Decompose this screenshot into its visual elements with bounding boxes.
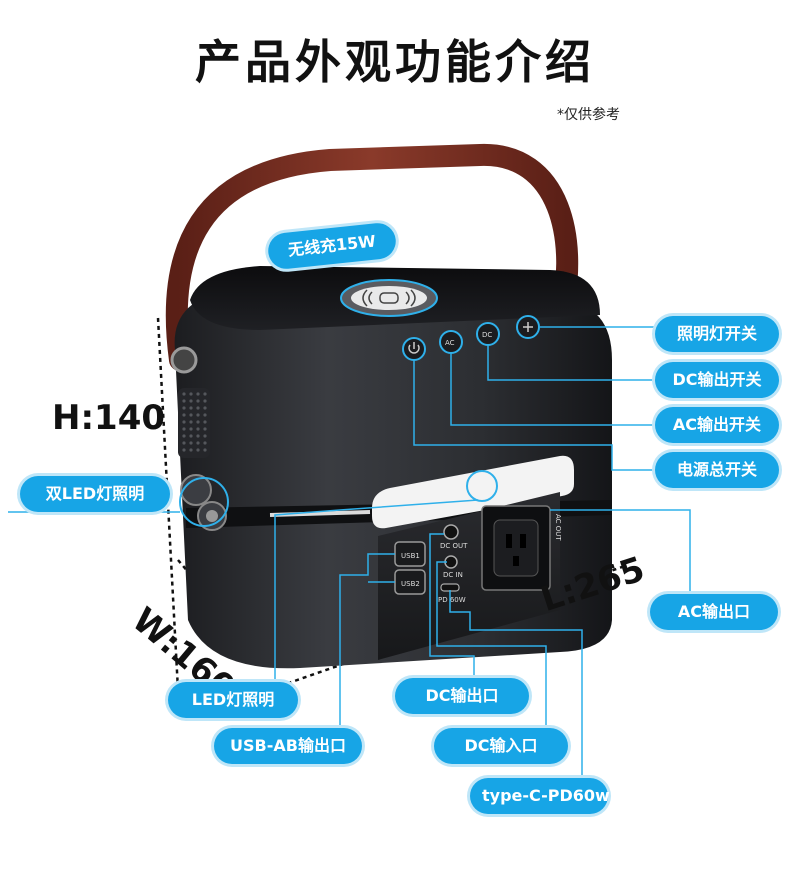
grille-hole xyxy=(196,420,200,424)
grille-hole xyxy=(182,441,186,445)
grille-hole xyxy=(196,406,200,410)
grille-hole xyxy=(189,448,193,452)
callout-led-light: LED灯照明 xyxy=(168,682,298,718)
grille-hole xyxy=(189,420,193,424)
grille-hole xyxy=(182,406,186,410)
callout-dc-input: DC输入口 xyxy=(434,728,568,764)
grille-hole xyxy=(182,420,186,424)
dc-out-port xyxy=(443,524,459,540)
grille-hole xyxy=(203,427,207,431)
grille-hole xyxy=(189,441,193,445)
reference-note: *仅供参考 xyxy=(557,107,620,123)
grille-hole xyxy=(182,427,186,431)
ac-button-label: AC xyxy=(445,339,455,347)
grille-hole xyxy=(182,392,186,396)
led-strip-light xyxy=(372,455,574,529)
grille-hole xyxy=(189,427,193,431)
grille-hole xyxy=(189,406,193,410)
leader-lines xyxy=(8,326,691,780)
callout-power-switch: 电源总开关 xyxy=(655,452,779,488)
led-strip-marker xyxy=(466,470,498,502)
grille-hole xyxy=(203,420,207,424)
callout-usb-output: USB-AB输出口 xyxy=(214,728,362,764)
callout-type-c: type-C-PD60w xyxy=(470,778,610,814)
grille-hole xyxy=(189,413,193,417)
grille-hole xyxy=(182,399,186,403)
grille-hole xyxy=(196,427,200,431)
callout-dc-switch: DC输出开关 xyxy=(655,362,779,398)
callout-ac-switch: AC输出开关 xyxy=(655,407,779,443)
callout-ac-output: AC输出口 xyxy=(650,594,778,630)
grille-hole xyxy=(196,448,200,452)
grille-hole xyxy=(203,406,207,410)
grille-hole xyxy=(196,413,200,417)
grille-hole xyxy=(203,392,207,396)
grille-hole xyxy=(203,399,207,403)
grille-hole xyxy=(182,434,186,438)
grille-hole xyxy=(189,434,193,438)
grille-hole xyxy=(189,392,193,396)
grille-hole xyxy=(196,441,200,445)
handle-pivot xyxy=(170,346,198,374)
grille-hole xyxy=(196,399,200,403)
grille-hole xyxy=(189,399,193,403)
height-dimension-line xyxy=(156,317,180,691)
grille-hole xyxy=(203,434,207,438)
page-title: 产品外观功能介绍 xyxy=(195,35,595,89)
handle xyxy=(165,143,579,371)
dc-button-label: DC xyxy=(482,331,492,339)
grille-hole xyxy=(182,413,186,417)
pd-port xyxy=(440,583,460,592)
grille-hole xyxy=(196,392,200,396)
grille-hole xyxy=(203,413,207,417)
callout-dual-led: 双LED灯照明 xyxy=(20,476,170,512)
pd-label: PD 60W xyxy=(438,596,466,604)
callout-dc-output: DC输出口 xyxy=(395,678,529,714)
callout-light-switch: 照明灯开关 xyxy=(655,316,779,352)
dc-out-label: DC OUT xyxy=(440,542,468,550)
grille-hole xyxy=(203,448,207,452)
side-led-marker xyxy=(179,477,229,527)
grille-hole xyxy=(196,434,200,438)
usb1-label: USB1 xyxy=(401,552,420,560)
usb2-label: USB2 xyxy=(401,580,420,588)
speaker-grille xyxy=(178,388,210,458)
height-dimension: H:140 xyxy=(52,398,166,438)
wireless-icon xyxy=(362,289,416,307)
ac-out-label: AC OUT xyxy=(554,514,562,541)
dc-in-label: DC IN xyxy=(443,571,463,579)
grille-hole xyxy=(203,441,207,445)
grille-hole xyxy=(182,448,186,452)
